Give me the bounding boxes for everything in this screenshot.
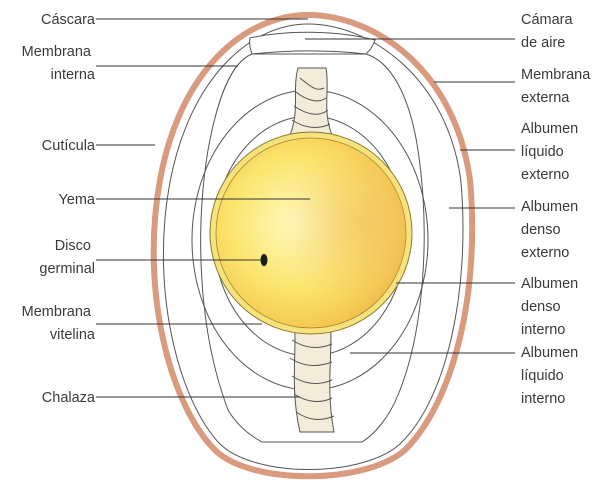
label-membrana-externa: Membrana externa bbox=[521, 67, 594, 106]
chalaza-top bbox=[290, 68, 332, 135]
label-membrana-vitelina: Membrana vitelina bbox=[22, 304, 96, 343]
label-yema: Yema bbox=[58, 192, 95, 208]
label-disco-germinal: Disco germinal bbox=[39, 238, 95, 277]
label-cuticula: Cutícula bbox=[42, 138, 96, 154]
label-albumen-denso-interno: Albumen denso interno bbox=[521, 276, 582, 338]
label-camara-de-aire: Cámara de aire bbox=[521, 12, 577, 51]
label-albumen-liquido-externo: Albumen líquido externo bbox=[521, 121, 582, 183]
label-chalaza: Chalaza bbox=[42, 390, 96, 406]
label-albumen-liquido-interno: Albumen líquido interno bbox=[521, 345, 582, 407]
label-cascara: Cáscara bbox=[41, 12, 96, 28]
label-membrana-interna: Membrana interna bbox=[22, 44, 96, 83]
label-albumen-denso-externo: Albumen denso externo bbox=[521, 199, 582, 261]
